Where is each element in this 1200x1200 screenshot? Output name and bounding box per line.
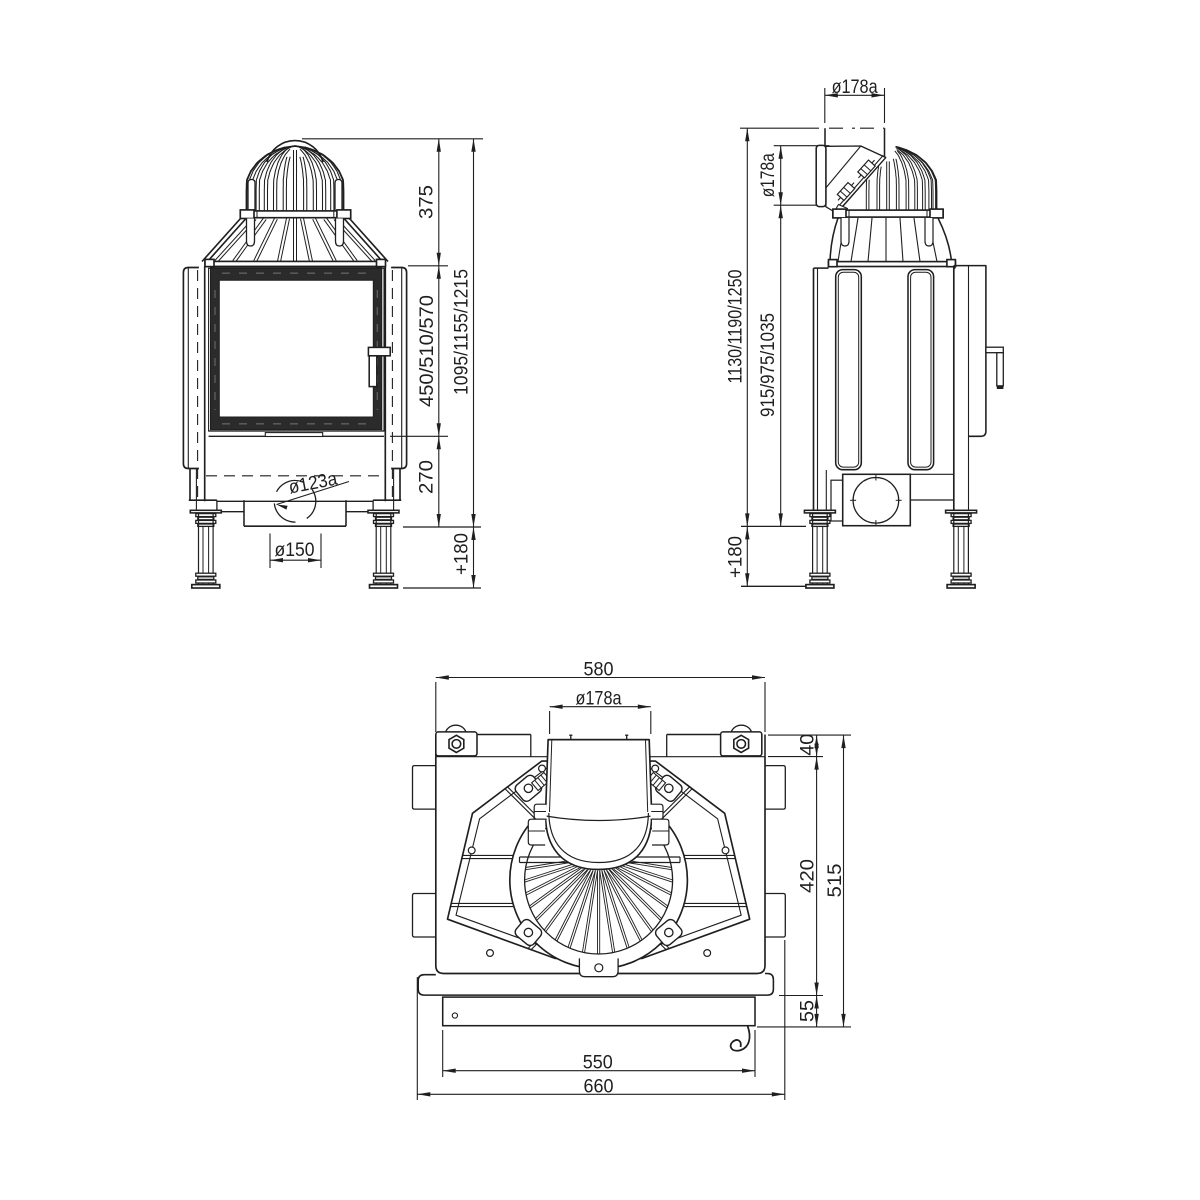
svg-text:1095/1155/1215: 1095/1155/1215 <box>452 269 473 395</box>
svg-text:ø178a: ø178a <box>576 689 622 710</box>
svg-text:1130/1190/1250: 1130/1190/1250 <box>726 270 747 384</box>
svg-text:+180: +180 <box>452 533 473 575</box>
svg-text:ø178a: ø178a <box>832 77 878 98</box>
svg-text:420: 420 <box>798 859 819 893</box>
svg-text:550: 550 <box>583 1053 613 1074</box>
svg-text:450/510/570: 450/510/570 <box>417 295 438 407</box>
svg-text:+180: +180 <box>726 536 747 578</box>
svg-text:ø178a: ø178a <box>758 153 779 197</box>
svg-text:375: 375 <box>417 185 438 219</box>
svg-text:915/975/1035: 915/975/1035 <box>758 313 779 417</box>
svg-text:40: 40 <box>798 734 819 756</box>
svg-text:270: 270 <box>417 460 438 494</box>
svg-text:55: 55 <box>798 1000 819 1022</box>
svg-text:580: 580 <box>584 660 614 681</box>
svg-text:ø150: ø150 <box>275 540 315 561</box>
svg-text:660: 660 <box>584 1076 614 1097</box>
svg-text:515: 515 <box>825 864 846 898</box>
